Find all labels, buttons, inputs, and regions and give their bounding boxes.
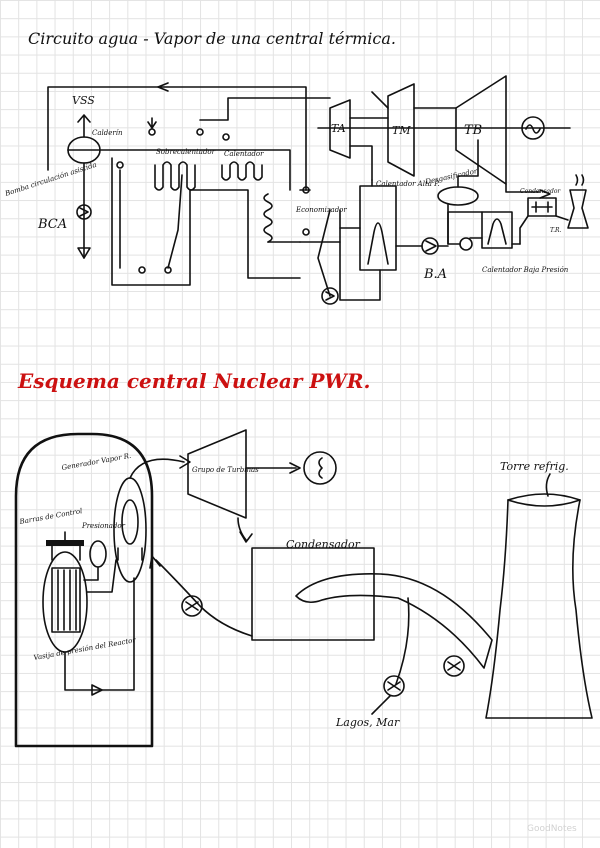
- label-bca: BCA: [37, 217, 67, 232]
- label-desgasificador: Desgasificador: [424, 167, 479, 186]
- goodnotes-watermark: GoodNotes: [527, 824, 577, 834]
- pwr-plant-diagram: [16, 430, 592, 746]
- cooling-loop: [296, 574, 492, 668]
- superheater-coil: [155, 162, 195, 190]
- label-vss: VSS: [72, 94, 95, 107]
- section-title-nuclear: Esquema central Nuclear PWR.: [17, 369, 370, 393]
- section-title-thermal: Circuito agua - Vapor de una central tér…: [28, 29, 396, 48]
- label-calderin: Calderín: [92, 129, 123, 137]
- boiler-furnace: [100, 150, 300, 285]
- lp-heater: [482, 212, 512, 248]
- containment-building: [16, 434, 152, 746]
- label-turbinas: Grupo de Turbinas: [192, 466, 259, 474]
- reheater-coil: [222, 162, 262, 180]
- label-torre: Torre refrig.: [500, 460, 569, 473]
- control-rods: [46, 540, 84, 546]
- turbine-group: [188, 430, 246, 518]
- pressurizer-icon: [90, 541, 106, 567]
- label-lagos: Lagos, Mar: [335, 716, 400, 729]
- label-ta: TA: [331, 122, 346, 135]
- label-torre: T.R.: [550, 227, 562, 234]
- label-ba: B.A: [423, 267, 447, 282]
- deaerator-icon: [438, 187, 478, 205]
- label-barras-control: Barras de Control: [18, 507, 83, 526]
- label-condensador: Condensador: [520, 188, 561, 195]
- hp-heater: [360, 186, 396, 270]
- label-calentador-top: Calentador: [224, 150, 264, 158]
- nuclear-cooling-tower: [486, 494, 592, 718]
- label-tb: TB: [464, 123, 482, 138]
- nuclear-generator-icon: [304, 452, 336, 484]
- label-sobrecalentador: Sobrecalentador: [156, 148, 216, 156]
- pwr-condenser: [252, 548, 374, 640]
- label-economizador: Economizador: [295, 206, 347, 214]
- steam-generator: [114, 478, 146, 582]
- label-calentador-bp: Calentador Baja Presión: [482, 266, 569, 274]
- label-tm: TM: [392, 124, 411, 137]
- label-vasija: Vasija de presión del Reactor: [33, 636, 137, 662]
- economizer-coil: [264, 194, 272, 242]
- label-presionador: Presionador: [81, 522, 126, 530]
- lp-pump-icon: [460, 238, 472, 250]
- label-generador-vapor: Generador Vapor R.: [61, 452, 132, 472]
- cooling-tower-icon: [568, 190, 588, 228]
- label-condensador: Condensador: [286, 538, 361, 551]
